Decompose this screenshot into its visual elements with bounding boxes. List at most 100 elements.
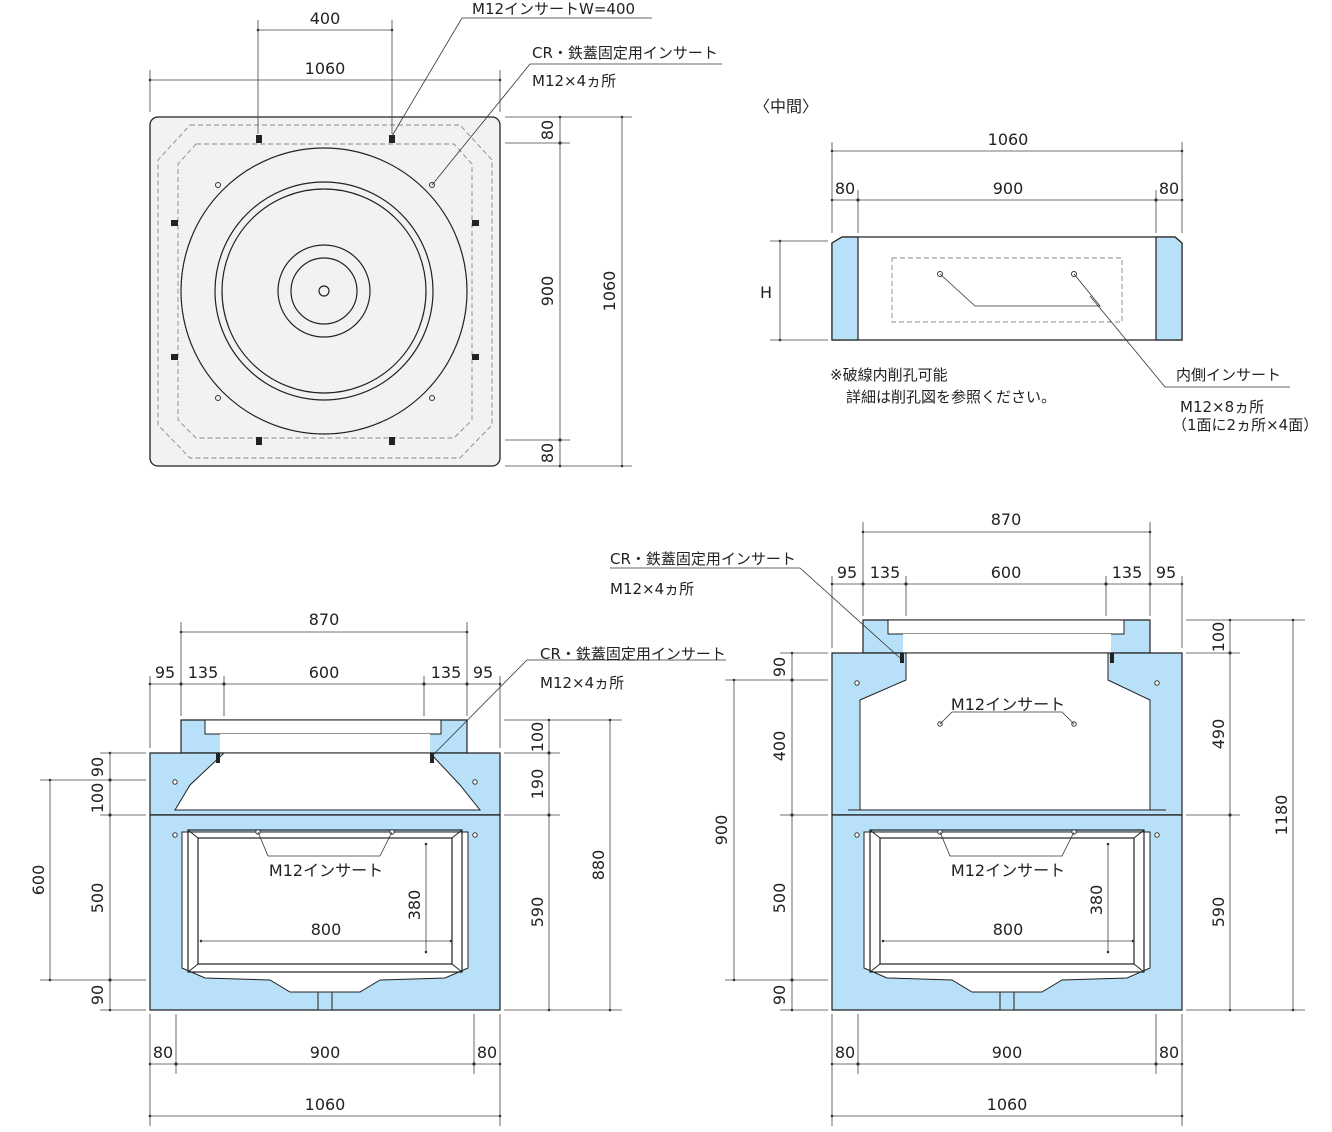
left-cr-insert: CR・鉄蓋固定用インサート: [540, 645, 726, 663]
left-dim-380: 380: [405, 890, 424, 921]
plan-circle-4: [277, 244, 371, 338]
left-dim-b900: 900: [310, 1043, 341, 1062]
right-opening-inner: [879, 837, 1135, 965]
left-dim-100: 100: [88, 783, 107, 814]
middle-leader-inner: [1089, 295, 1290, 388]
left-dim-90a: 90: [88, 757, 107, 777]
middle-note1: ※破線内削孔可能: [830, 366, 948, 384]
right-dim-90b: 90: [770, 985, 789, 1005]
left-dim-600: 600: [309, 663, 340, 682]
right-dim-135a: 135: [870, 563, 901, 582]
left-dim-135a: 135: [188, 663, 219, 682]
left-dim-870: 870: [309, 610, 340, 629]
plan-insert-dot: [215, 395, 221, 401]
middle-dim-h: H: [760, 283, 772, 302]
middle-inner-detail: （1面に2ヵ所×4面）: [1172, 416, 1318, 434]
plan-square-inserts: [171, 135, 479, 445]
middle-body: [831, 236, 1183, 341]
plan-insert-dot: [429, 395, 435, 401]
middle-inner-insert: 内側インサート: [1176, 366, 1281, 384]
plan-dim-1060: 1060: [305, 59, 346, 78]
plan-circle-3: [221, 188, 427, 394]
middle-inner-count: M12×8ヵ所: [1180, 398, 1264, 416]
plan-insert-dot: [429, 182, 435, 188]
plan-circle-2: [214, 181, 434, 401]
left-cover-recess: [204, 719, 442, 735]
middle-note2: 詳細は削孔図を参照ください。: [846, 388, 1056, 406]
plan-leader-insert: [391, 17, 652, 137]
right-dim-380: 380: [1087, 885, 1106, 916]
left-dim-600v: 600: [29, 865, 48, 896]
plan-center-hole: [318, 285, 330, 297]
left-dim-95b: 95: [473, 663, 493, 682]
middle-view: 〈中間〉 1060 80 900 80 H ※破線内削孔可能 詳細は削孔図を参照…: [754, 97, 1318, 434]
plan-leader-cr: [431, 63, 722, 186]
right-dim-r100: 100: [1209, 622, 1228, 653]
right-cr-insert: CR・鉄蓋固定用インサート: [610, 550, 796, 568]
middle-dim-80r: 80: [1159, 179, 1179, 198]
right-dim-r590: 590: [1209, 897, 1228, 928]
middle-title: 〈中間〉: [754, 97, 818, 116]
right-dim-95b: 95: [1156, 563, 1176, 582]
right-m12-insert: M12インサート: [951, 861, 1065, 880]
right-dim-400: 400: [770, 731, 789, 762]
left-m12-insert: M12インサート: [269, 861, 383, 880]
plan-dim-900: 900: [538, 276, 557, 307]
plan-insert-dot: [215, 182, 221, 188]
right-section: M12インサート M12インサート 380 800 870 95 135: [610, 510, 1305, 1126]
plan-circle-outer: [180, 147, 468, 435]
right-dim-870: 870: [991, 510, 1022, 529]
left-leader-cr: [429, 659, 726, 759]
left-dim-800: 800: [311, 920, 342, 939]
plan-circle-5: [290, 257, 358, 325]
left-dim-95a: 95: [155, 663, 175, 682]
plan-dim-80b: 80: [538, 443, 557, 463]
right-dim-b1060: 1060: [987, 1095, 1028, 1114]
left-dim-500: 500: [88, 883, 107, 914]
left-dim-b80b: 80: [477, 1043, 497, 1062]
right-dim-r1180: 1180: [1272, 795, 1291, 836]
right-dim-r490: 490: [1209, 719, 1228, 750]
middle-drill-zone: [891, 257, 1123, 323]
left-dim-b1060: 1060: [305, 1095, 346, 1114]
plan-dim-1060-right: 1060: [600, 271, 619, 312]
left-section: M12インサート 380 800 870 95 135 600 135 95 C…: [29, 610, 726, 1126]
left-dim-b80a: 80: [153, 1043, 173, 1062]
right-dim-b900: 900: [992, 1043, 1023, 1062]
plan-label-cr-count: M12×4ヵ所: [532, 72, 616, 90]
plan-label-cr: CR・鉄蓋固定用インサート: [532, 44, 718, 62]
right-m12-insert-top: M12インサート: [951, 695, 1065, 714]
left-dim-135b: 135: [431, 663, 462, 682]
right-dim-b80a: 80: [835, 1043, 855, 1062]
left-dim-r880: 880: [589, 850, 608, 881]
left-opening-inner: [197, 837, 453, 965]
left-cr-count: M12×4ヵ所: [540, 674, 624, 692]
plan-dashed-outer: [157, 124, 493, 459]
right-cr-count: M12×4ヵ所: [610, 580, 694, 598]
middle-dim-900: 900: [993, 179, 1024, 198]
right-dim-800: 800: [993, 920, 1024, 939]
right-dim-600: 600: [991, 563, 1022, 582]
plan-dim-400: 400: [310, 9, 341, 28]
middle-wall-right: [1155, 236, 1183, 341]
left-dim-r100: 100: [528, 722, 547, 753]
middle-wall-left: [831, 236, 859, 341]
plan-dim-80a: 80: [538, 120, 557, 140]
middle-dim-80l: 80: [835, 179, 855, 198]
right-opening-outer: [869, 829, 1145, 973]
right-dim-900v: 900: [712, 815, 731, 846]
right-dim-135b: 135: [1112, 563, 1143, 582]
right-dim-90a: 90: [770, 657, 789, 677]
left-dim-90b: 90: [88, 985, 107, 1005]
left-dim-r190: 190: [528, 769, 547, 800]
plan-label-insert-w: M12インサートW=400: [472, 0, 635, 18]
right-leader-cr: [610, 567, 901, 659]
right-dim-b80b: 80: [1159, 1043, 1179, 1062]
plan-outline: [149, 116, 501, 467]
left-opening-outer: [187, 829, 463, 973]
middle-dim-1060: 1060: [988, 130, 1029, 149]
right-dim-95a: 95: [837, 563, 857, 582]
right-dim-500: 500: [770, 883, 789, 914]
left-dim-r590: 590: [528, 897, 547, 928]
